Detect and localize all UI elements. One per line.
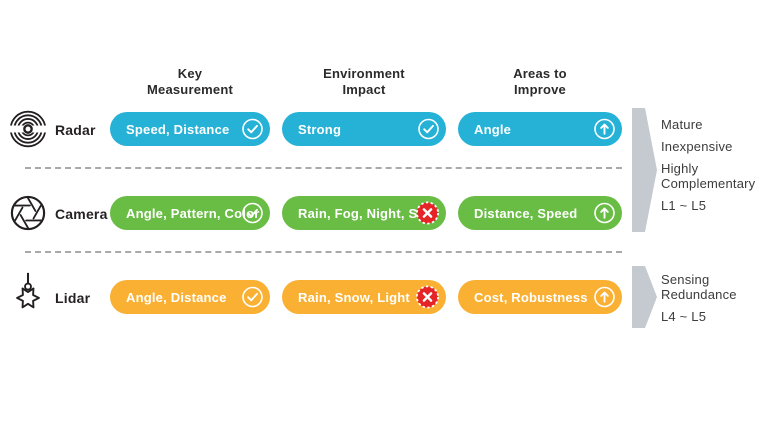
radar-camera-annotation: Mature Inexpensive Highly Complementary …: [661, 117, 767, 220]
camera-environment-impact-text: Rain, Fog, Night, Sun: [298, 205, 434, 221]
arrow-up-circle-icon: [594, 202, 615, 224]
annotation-line: L4 ~ L5: [661, 309, 707, 324]
check-circle-icon: [242, 118, 263, 140]
lidar-bracket: [632, 266, 657, 328]
column-header-key-measurement: Key Measurement: [146, 66, 233, 97]
x-circle-icon: [415, 201, 440, 225]
annotation-line: L1 ~ L5: [661, 198, 707, 213]
annotation-line: Sensing Redundance: [661, 272, 737, 302]
lidar-key-measurement-pill: Angle, Distance: [110, 280, 270, 314]
radar-camera-bracket: [632, 108, 657, 232]
lidar-areas-to-improve-text: Cost, Robustness: [474, 289, 588, 305]
camera-environment-impact-pill: Rain, Fog, Night, Sun: [282, 196, 446, 230]
camera-areas-to-improve-text: Distance, Speed: [474, 205, 578, 221]
sensor-label-lidar: Lidar: [55, 290, 91, 306]
camera-key-measurement-pill: Angle, Pattern, Color: [110, 196, 270, 230]
x-circle-icon: [415, 285, 440, 309]
row-separator: [25, 251, 622, 253]
row-separator: [25, 167, 622, 169]
camera-key-measurement-text: Angle, Pattern, Color: [126, 205, 260, 221]
lidar-icon: [16, 272, 40, 309]
radar-environment-impact-pill: Strong: [282, 112, 446, 146]
radar-key-measurement-text: Speed, Distance: [126, 121, 230, 137]
lidar-environment-impact-pill: Rain, Snow, Light: [282, 280, 446, 314]
radar-areas-to-improve-text: Angle: [474, 121, 512, 137]
annotation-line: Inexpensive: [661, 139, 733, 154]
arrow-up-circle-icon: [594, 286, 615, 308]
arrow-up-circle-icon: [594, 118, 615, 140]
sensor-label-radar: Radar: [55, 122, 96, 138]
radar-environment-impact-text: Strong: [298, 121, 342, 137]
column-header-environment-impact: Environment Impact: [323, 66, 405, 97]
camera-icon: [10, 195, 46, 231]
lidar-environment-impact-text: Rain, Snow, Light: [298, 289, 410, 305]
lidar-areas-to-improve-pill: Cost, Robustness: [458, 280, 622, 314]
radar-key-measurement-pill: Speed, Distance: [110, 112, 270, 146]
lidar-annotation: Sensing Redundance L4 ~ L5: [661, 272, 757, 331]
column-header-areas-to-improve: Areas to Improve: [513, 66, 567, 97]
sensor-label-camera: Camera: [55, 206, 108, 222]
check-circle-icon: [242, 202, 263, 224]
check-circle-icon: [242, 286, 263, 308]
lidar-key-measurement-text: Angle, Distance: [126, 289, 227, 305]
check-circle-icon: [418, 118, 439, 140]
radar-areas-to-improve-pill: Angle: [458, 112, 622, 146]
annotation-line: Mature: [661, 117, 703, 132]
annotation-line: Highly Complementary: [661, 161, 756, 191]
radar-icon: [7, 110, 49, 148]
camera-areas-to-improve-pill: Distance, Speed: [458, 196, 622, 230]
